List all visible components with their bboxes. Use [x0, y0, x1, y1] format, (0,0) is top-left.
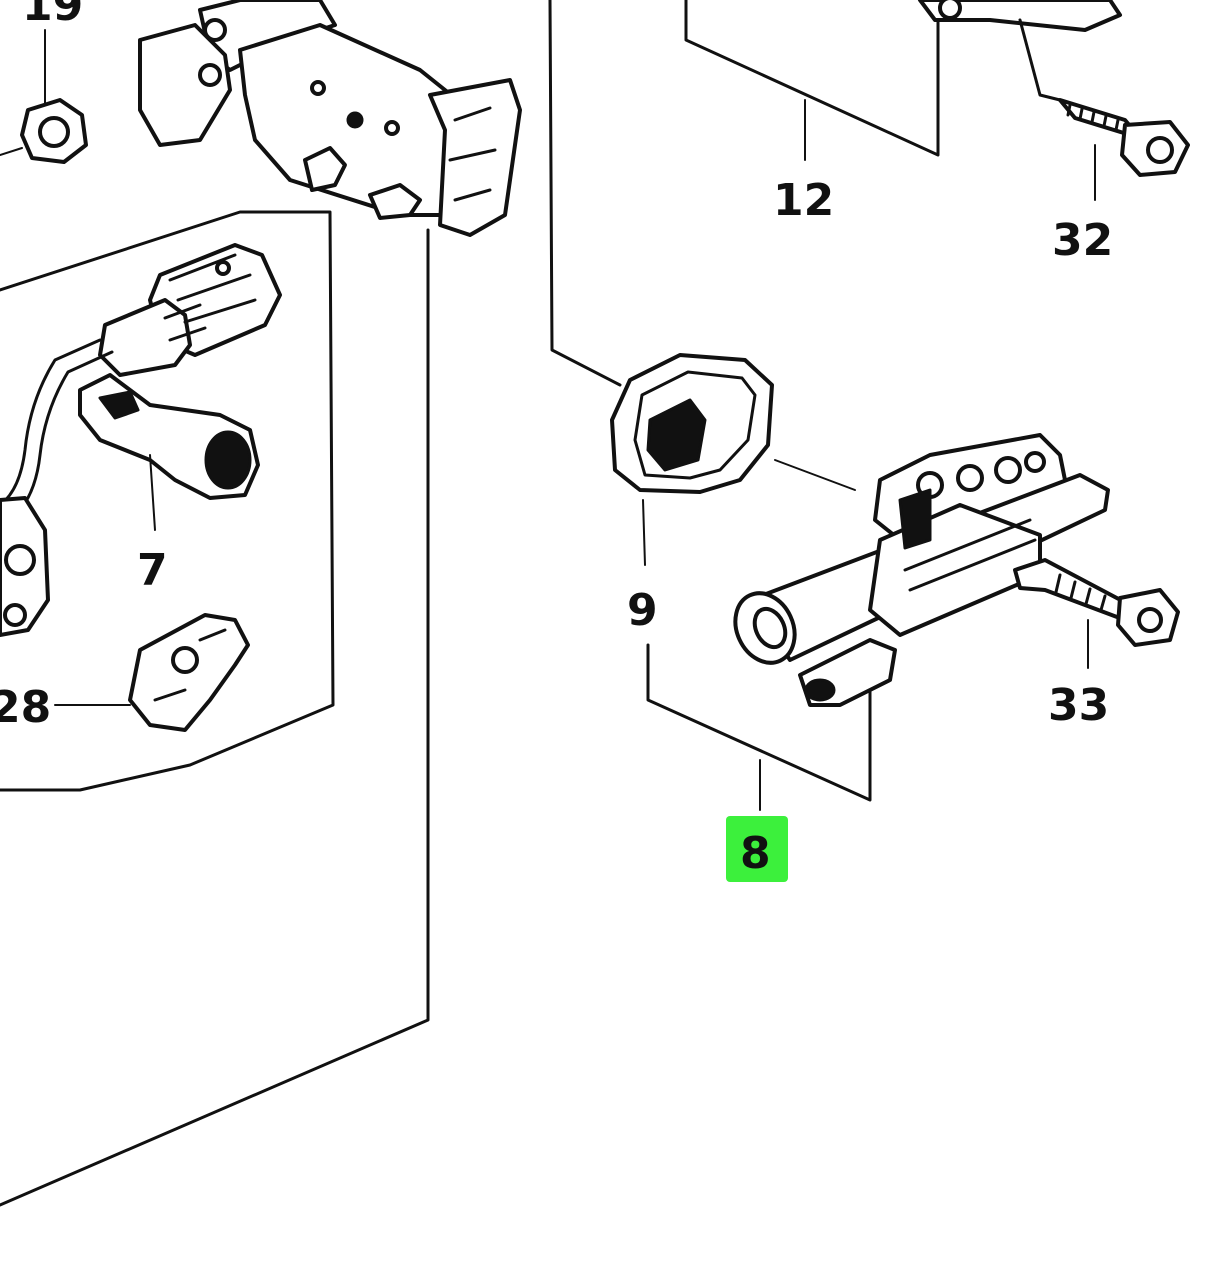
lock-cylinder-12	[918, 0, 1122, 102]
callout-32: 32	[1052, 215, 1113, 266]
callout-8-highlight	[726, 816, 788, 882]
callout-33: 33	[1048, 680, 1109, 731]
leader-bracket-8	[646, 643, 872, 811]
wire-connector	[0, 243, 282, 522]
bracket-7	[78, 373, 260, 531]
bolt-33	[1013, 558, 1180, 669]
callout-labels: 19 12 32 7 9 33 28 8	[0, 0, 1113, 882]
clip-28	[54, 613, 250, 732]
harness-end	[0, 496, 50, 637]
callout-8: 8	[740, 828, 771, 879]
panel-frame-lines	[0, 0, 940, 1207]
callout-19: 19	[22, 0, 83, 31]
callout-7: 7	[137, 545, 168, 596]
latch-body-8	[733, 433, 1110, 707]
callout-28: 28	[0, 682, 51, 733]
upper-bracket-assembly	[138, 0, 522, 237]
nut-19	[0, 29, 88, 164]
callout-9: 9	[627, 585, 658, 636]
cover-9	[610, 353, 856, 566]
callout-12: 12	[773, 175, 834, 226]
bolt-32	[1058, 98, 1190, 201]
